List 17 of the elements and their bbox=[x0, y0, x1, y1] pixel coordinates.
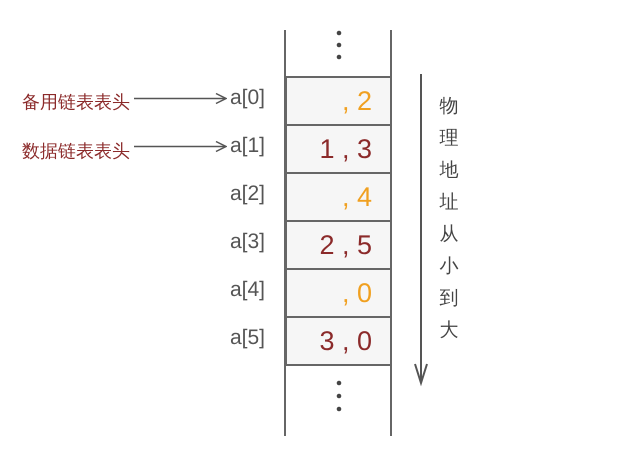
array-cell: 1 , 3 bbox=[285, 124, 392, 174]
array-cell: , 4 bbox=[285, 172, 392, 222]
index-label: a[3] bbox=[205, 230, 265, 258]
index-label: a[1] bbox=[205, 134, 265, 162]
list-head-label: 数据链表表头 bbox=[22, 139, 162, 163]
array-cell: , 0 bbox=[285, 268, 392, 318]
index-label: a[2] bbox=[205, 182, 265, 210]
arrow bbox=[134, 92, 227, 104]
arrow bbox=[134, 140, 227, 152]
index-label: a[4] bbox=[205, 278, 265, 306]
array-cell: , 2 bbox=[285, 76, 392, 126]
index-label: a[0] bbox=[205, 86, 265, 114]
list-head-label: 备用链表表头 bbox=[22, 90, 162, 114]
array-cell: 3 , 0 bbox=[285, 316, 392, 366]
array-cell: 2 , 5 bbox=[285, 220, 392, 270]
index-label: a[5] bbox=[205, 326, 265, 354]
vertical-note: 物理地址从小到大 bbox=[438, 94, 460, 343]
